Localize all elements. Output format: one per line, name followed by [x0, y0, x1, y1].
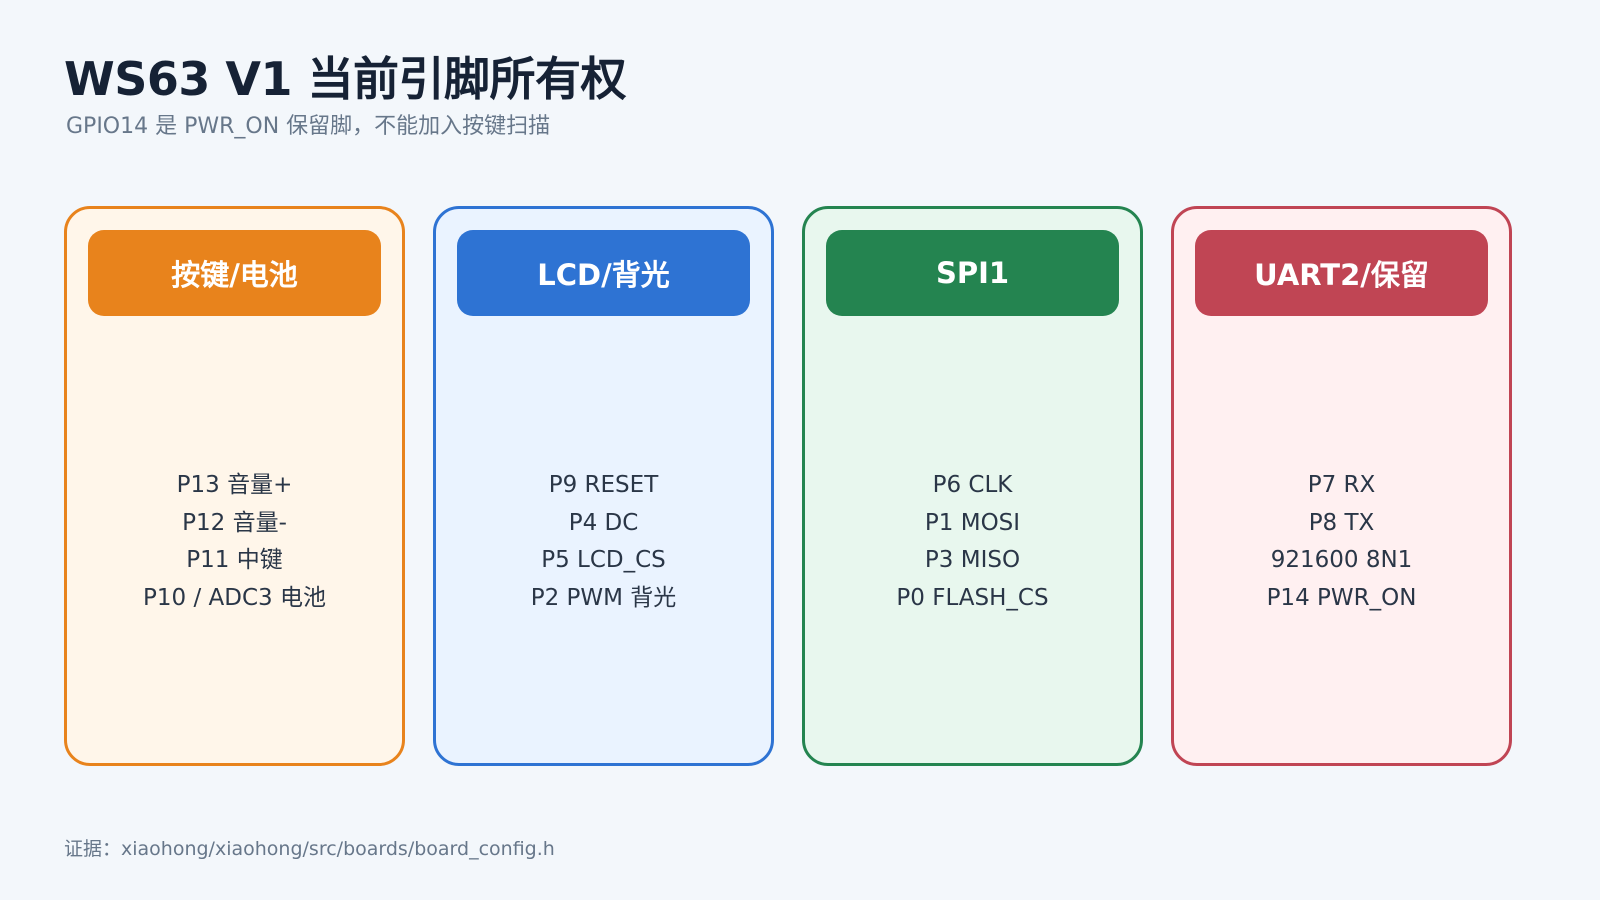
card-header: 按键/电池 — [88, 230, 381, 316]
pin-line: P5 LCD_CS — [541, 547, 666, 573]
card-spi1: SPI1 P6 CLK P1 MOSI P3 MISO P0 FLASH_CS — [802, 206, 1143, 766]
card-pin-list: P9 RESET P4 DC P5 LCD_CS P2 PWM 背光 — [436, 467, 771, 617]
page-title: WS63 V1 当前引脚所有权 — [64, 52, 627, 106]
pin-line: P10 / ADC3 电池 — [143, 584, 326, 611]
card-pin-list: P13 音量+ P12 音量- P11 中键 P10 / ADC3 电池 — [67, 467, 402, 617]
pin-line: P8 TX — [1308, 509, 1375, 536]
pin-line: 921600 8N1 — [1270, 547, 1413, 573]
pin-line: P1 MOSI — [924, 509, 1021, 536]
evidence-footnote: 证据：xiaohong/xiaohong/src/boards/board_co… — [64, 838, 555, 860]
pin-line: P13 音量+ — [176, 472, 293, 498]
pin-line: P12 音量- — [182, 509, 287, 536]
card-pin-list: P6 CLK P1 MOSI P3 MISO P0 FLASH_CS — [805, 467, 1140, 617]
card-lcd-backlight: LCD/背光 P9 RESET P4 DC P5 LCD_CS P2 PWM 背… — [433, 206, 774, 766]
card-header: LCD/背光 — [457, 230, 750, 316]
card-header: SPI1 — [826, 230, 1119, 316]
card-pin-list: P7 RX P8 TX 921600 8N1 P14 PWR_ON — [1174, 467, 1509, 617]
pin-line: P7 RX — [1307, 472, 1376, 498]
pin-group-cards: 按键/电池 P13 音量+ P12 音量- P11 中键 P10 / ADC3 … — [64, 206, 1536, 786]
pin-line: P3 MISO — [924, 547, 1021, 573]
pin-line: P9 RESET — [548, 472, 659, 498]
card-uart2-reserved: UART2/保留 P7 RX P8 TX 921600 8N1 P14 PWR_… — [1171, 206, 1512, 766]
pin-line: P6 CLK — [932, 472, 1013, 498]
page-subtitle: GPIO14 是 PWR_ON 保留脚，不能加入按键扫描 — [66, 114, 551, 139]
pin-line: P14 PWR_ON — [1266, 584, 1417, 611]
pin-line: P0 FLASH_CS — [896, 584, 1049, 611]
pin-line: P2 PWM 背光 — [530, 584, 677, 611]
card-header: UART2/保留 — [1195, 230, 1488, 316]
pin-line: P4 DC — [568, 509, 639, 536]
pin-line: P11 中键 — [186, 547, 283, 573]
card-keys-battery: 按键/电池 P13 音量+ P12 音量- P11 中键 P10 / ADC3 … — [64, 206, 405, 766]
